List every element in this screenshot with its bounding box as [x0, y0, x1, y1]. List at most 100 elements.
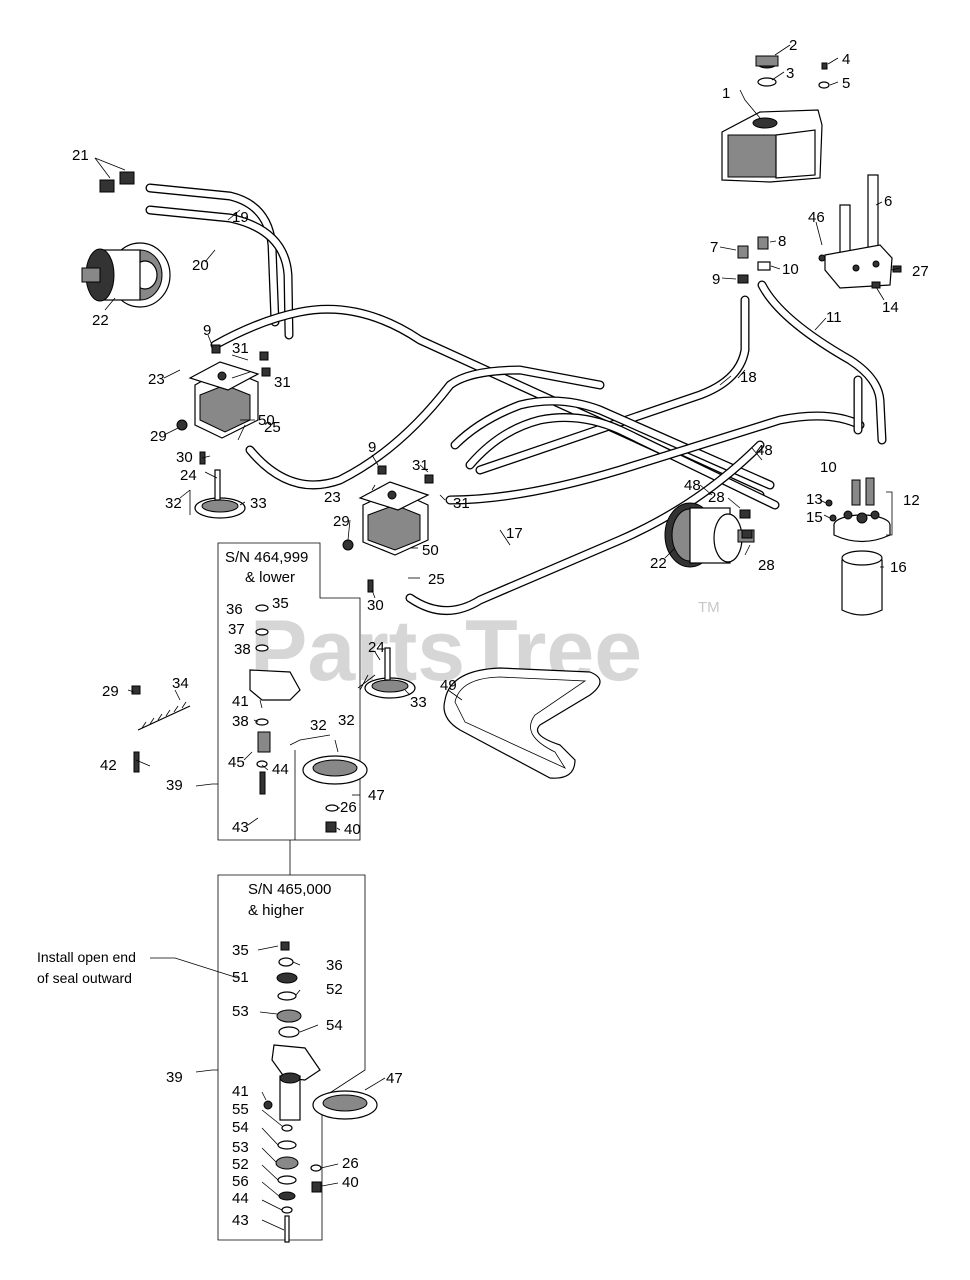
callout-34: 34 — [172, 675, 189, 692]
callout-24-right: 24 — [368, 639, 385, 656]
callout-29-right: 29 — [333, 513, 350, 530]
callout-24-left: 24 — [180, 467, 197, 484]
callout-51: 51 — [232, 969, 249, 986]
callout-31-left-a: 31 — [232, 340, 249, 357]
tank-bracket — [818, 174, 902, 289]
callout-33-right: 33 — [410, 694, 427, 711]
callout-54a: 54 — [326, 1017, 343, 1034]
callout-14: 14 — [882, 299, 899, 316]
callout-39-lower: 39 — [166, 777, 183, 794]
watermark-trademark: TM — [698, 599, 720, 616]
callout-39-higher: 39 — [166, 1069, 183, 1086]
callout-11: 11 — [826, 309, 842, 326]
callout-9-left: 9 — [203, 322, 211, 339]
callout-53b: 53 — [232, 1139, 249, 1156]
callout-25-left: 25 — [264, 419, 281, 436]
callout-22-right: 22 — [650, 555, 667, 572]
callout-56: 56 — [232, 1173, 249, 1190]
callout-35-lower: 35 — [272, 595, 289, 612]
callout-10b: 10 — [820, 459, 837, 476]
box-higher-title-line2: & higher — [248, 902, 304, 919]
callout-48b: 48 — [684, 477, 701, 494]
left-wheel-motor — [81, 171, 171, 308]
callout-53a: 53 — [232, 1003, 249, 1020]
callout-3: 3 — [786, 65, 794, 82]
idler-spring — [131, 685, 191, 773]
left-pump — [176, 344, 271, 519]
callout-55: 55 — [232, 1101, 249, 1118]
callout-44-lower: 44 — [272, 761, 289, 778]
callout-16: 16 — [890, 559, 907, 576]
callout-38b: 38 — [232, 713, 249, 730]
callout-35-higher: 35 — [232, 942, 249, 959]
callout-7: 7 — [710, 239, 718, 256]
box-higher — [217, 874, 378, 1243]
callout-29-left: 29 — [150, 428, 167, 445]
callout-41-lower: 41 — [232, 693, 249, 710]
callout-20: 20 — [192, 257, 209, 274]
callout-31-left-b: 31 — [274, 374, 291, 391]
callout-43-lower: 43 — [232, 819, 249, 836]
callout-9: 9 — [712, 271, 720, 288]
callout-26-higher: 26 — [342, 1155, 359, 1172]
callout-54b: 54 — [232, 1119, 249, 1136]
callout-29-spring: 29 — [102, 683, 119, 700]
reservoir-tank — [721, 55, 830, 183]
callout-18: 18 — [740, 369, 757, 386]
callout-38a: 38 — [234, 641, 251, 658]
callout-47-lower: 47 — [368, 787, 385, 804]
callout-48a: 48 — [756, 442, 773, 459]
callout-28b: 28 — [758, 557, 775, 574]
callout-43-higher: 43 — [232, 1212, 249, 1229]
callout-22-left: 22 — [92, 312, 109, 329]
callout-41-higher: 41 — [232, 1083, 249, 1100]
callout-50-right: 50 — [422, 542, 439, 559]
callout-19: 19 — [232, 209, 249, 226]
callout-52a: 52 — [326, 981, 343, 998]
callout-23-right: 23 — [324, 489, 341, 506]
callout-36-higher: 36 — [326, 957, 343, 974]
callout-33-left: 33 — [250, 495, 267, 512]
note-leader — [150, 957, 239, 979]
callout-12: 12 — [903, 492, 920, 509]
drive-belt — [443, 667, 601, 779]
callout-15: 15 — [806, 509, 823, 526]
callout-17: 17 — [506, 525, 523, 542]
callout-37: 37 — [228, 621, 245, 638]
callout-5: 5 — [842, 75, 850, 92]
callout-36-lower: 36 — [226, 601, 243, 618]
box-lower-title-line1: S/N 464,999 — [225, 549, 308, 566]
callout-8: 8 — [778, 233, 786, 250]
callout-32-left: 32 — [165, 495, 182, 512]
callout-6: 6 — [884, 193, 892, 210]
box-higher-title-line1: S/N 465,000 — [248, 881, 331, 898]
callout-31-right-a: 31 — [412, 457, 429, 474]
callout-44-higher: 44 — [232, 1190, 249, 1207]
seal-note-line2: of seal outward — [37, 970, 132, 986]
callout-numbers: 1 2 3 4 5 6 7 8 9 10 11 46 27 14 18 10 4… — [72, 37, 929, 1229]
callout-23-left: 23 — [148, 371, 165, 388]
filter-assembly — [825, 477, 891, 616]
callout-30-right: 30 — [367, 597, 384, 614]
callout-28a: 28 — [708, 489, 725, 506]
callout-46: 46 — [808, 209, 825, 226]
callout-13: 13 — [806, 491, 823, 508]
callout-32-right: 32 — [338, 712, 355, 729]
callout-2: 2 — [789, 37, 797, 54]
callout-32-box: 32 — [310, 717, 327, 734]
callout-26-lower: 26 — [340, 799, 357, 816]
callout-52b: 52 — [232, 1156, 249, 1173]
callout-25-right: 25 — [428, 571, 445, 588]
callout-40-higher: 40 — [342, 1174, 359, 1191]
tank-fittings — [737, 236, 771, 284]
right-wheel-motor — [664, 502, 755, 568]
box-lower-title-line2: & lower — [245, 569, 295, 586]
callout-40-lower: 40 — [344, 821, 361, 838]
leader-lines — [94, 44, 901, 1231]
box-lower — [217, 542, 368, 841]
callout-4: 4 — [842, 51, 850, 68]
seal-note-line1: Install open end — [37, 949, 136, 965]
callout-45: 45 — [228, 754, 245, 771]
callout-31-right-b: 31 — [453, 495, 470, 512]
